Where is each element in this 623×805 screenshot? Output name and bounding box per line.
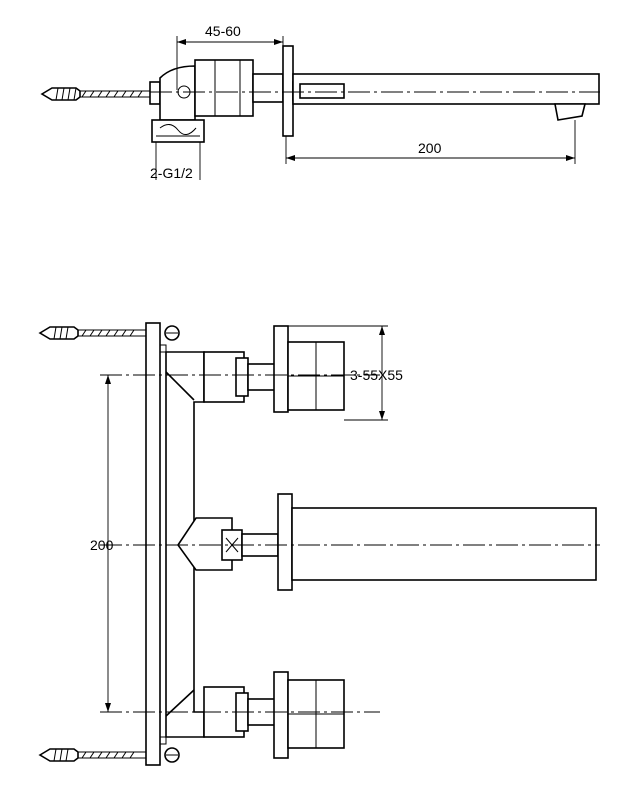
dim-spout-length: 200 xyxy=(285,120,576,164)
front-spout xyxy=(277,493,597,591)
spout-assembly xyxy=(282,45,600,137)
top-handle xyxy=(273,325,345,413)
valve-body xyxy=(149,59,284,143)
dim-handle-spacing-label: 200 xyxy=(90,537,114,553)
wall-anchor-screw xyxy=(40,87,150,101)
bottom-anchor-screw xyxy=(38,747,180,763)
dim-mount-depth-label: 45-60 xyxy=(205,23,241,39)
bottom-handle xyxy=(273,671,345,759)
mounting-plate xyxy=(145,322,167,766)
dim-handle-size: 3-55X55 xyxy=(288,325,403,421)
top-anchor-screw xyxy=(38,325,180,341)
dim-connection-label: 2-G1/2 xyxy=(150,165,193,181)
front-view: 200 3-55X55 xyxy=(38,322,600,766)
dim-handle-spacing: 200 xyxy=(90,375,114,712)
dim-mount-depth: 45-60 xyxy=(176,23,284,90)
side-view: 45-60 200 2-G1/2 xyxy=(40,23,600,181)
dim-spout-length-label: 200 xyxy=(418,140,442,156)
dim-connection: 2-G1/2 xyxy=(150,142,201,181)
dim-handle-size-label: 3-55X55 xyxy=(350,367,403,383)
